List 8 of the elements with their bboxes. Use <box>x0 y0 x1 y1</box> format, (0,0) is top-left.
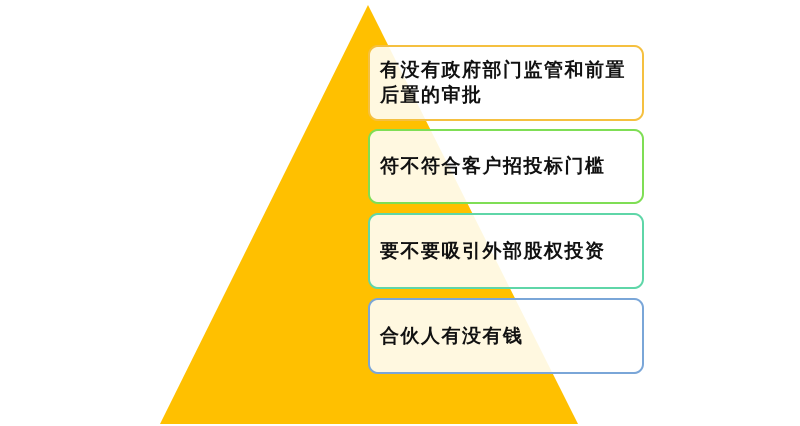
box-text: 符不符合客户招投标门槛 <box>380 154 606 179</box>
box-text: 合伙人有没有钱 <box>380 324 524 348</box>
box-text: 有没有政府部门监管和前置后置的审批 <box>380 58 627 108</box>
text-box <box>368 45 644 121</box>
text-box <box>368 298 644 374</box>
text-box <box>368 129 644 204</box>
text-box <box>368 213 644 289</box>
box-text: 要不要吸引外部股权投资 <box>380 238 606 264</box>
